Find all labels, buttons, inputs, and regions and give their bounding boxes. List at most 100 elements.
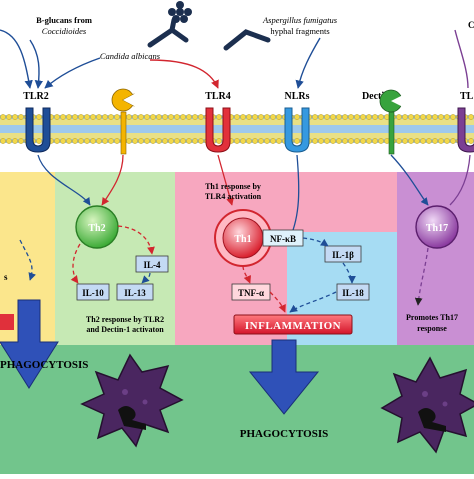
lipid-head xyxy=(198,138,204,144)
lipid-head xyxy=(270,114,276,120)
lipid-head xyxy=(96,138,102,144)
lipid-head xyxy=(66,138,72,144)
inflammation-banner: INFLAMMATION xyxy=(233,314,353,335)
lipid-head xyxy=(114,138,120,144)
lipid-head xyxy=(330,138,336,144)
lipid-head xyxy=(270,138,276,144)
lipid-head xyxy=(18,138,24,144)
lipid-head xyxy=(264,114,270,120)
lipid-head xyxy=(312,114,318,120)
th2-node: Th2 xyxy=(75,205,119,249)
lipid-head xyxy=(342,114,348,120)
lipid-head xyxy=(60,114,66,120)
lipid-head xyxy=(450,114,456,120)
lipid-head xyxy=(216,138,222,144)
lipid-head xyxy=(246,114,252,120)
tlr2-receptor xyxy=(25,107,51,153)
lipid-head xyxy=(312,138,318,144)
lipid-head xyxy=(216,114,222,120)
lipid-head xyxy=(348,114,354,120)
lipid-head xyxy=(108,114,114,120)
lipid-head xyxy=(342,138,348,144)
lipid-head xyxy=(402,114,408,120)
nlrs-label: NLRs xyxy=(284,91,309,102)
th17-caption-line2: response xyxy=(417,324,447,333)
lipid-head xyxy=(360,114,366,120)
th1-caption-line2: TLR4 activation xyxy=(205,192,262,201)
lipid-head xyxy=(372,138,378,144)
lipid-head xyxy=(264,138,270,144)
lipid-head xyxy=(102,114,108,120)
phagocytosis-arrow-left xyxy=(0,299,59,389)
lipid-head xyxy=(60,138,66,144)
lipid-head xyxy=(192,138,198,144)
lipid-head xyxy=(348,138,354,144)
lipid-head xyxy=(180,138,186,144)
lipid-head xyxy=(438,138,444,144)
lipid-head xyxy=(12,114,18,120)
th1-caption-line1: Th1 response by xyxy=(205,182,261,191)
lipid-head xyxy=(90,138,96,144)
svg-text:Th17: Th17 xyxy=(426,223,448,234)
lipid-head xyxy=(54,138,60,144)
lipid-head xyxy=(414,114,420,120)
phagocytosis-center-label: PHAGOCYTOSIS xyxy=(240,428,328,440)
lipid-head xyxy=(276,138,282,144)
lipid-head xyxy=(150,114,156,120)
lipid-head xyxy=(168,114,174,120)
tlr-right-label: TL xyxy=(460,91,474,102)
lipid-head xyxy=(138,114,144,120)
lipid-head xyxy=(90,114,96,120)
bglucans-label: B-glucans from xyxy=(36,15,92,25)
lipid-head xyxy=(408,114,414,120)
il1b-box: IL-1β xyxy=(324,245,362,263)
lipid-head xyxy=(132,138,138,144)
phagocytosis-left-label: PHAGOCYTOSIS xyxy=(0,359,88,371)
lipid-head xyxy=(66,114,72,120)
svg-text:IL-13: IL-13 xyxy=(124,288,146,298)
left-partial-box xyxy=(0,314,14,330)
lipid-head xyxy=(84,114,90,120)
lipid-head xyxy=(354,138,360,144)
lipid-head xyxy=(426,114,432,120)
lipid-head xyxy=(102,138,108,144)
lipid-head xyxy=(432,138,438,144)
il18-box: IL-18 xyxy=(336,283,370,301)
lipid-head xyxy=(258,114,264,120)
lipid-head xyxy=(6,138,12,144)
lipid-head xyxy=(420,138,426,144)
lipid-head xyxy=(162,138,168,144)
lipid-head xyxy=(324,138,330,144)
th17-caption-line1: Promotes Th17 xyxy=(406,313,458,322)
lipid-head xyxy=(294,114,300,120)
svg-text:IL-1β: IL-1β xyxy=(332,250,354,260)
lipid-head xyxy=(6,114,12,120)
lipid-head xyxy=(36,114,42,120)
lipid-head xyxy=(420,114,426,120)
lipid-head xyxy=(174,114,180,120)
lipid-head xyxy=(324,114,330,120)
lipid-head xyxy=(234,138,240,144)
lipid-head xyxy=(156,114,162,120)
lipid-head xyxy=(444,138,450,144)
lipid-head xyxy=(336,114,342,120)
lipid-head xyxy=(252,138,258,144)
lipid-head xyxy=(126,138,132,144)
lipid-head xyxy=(414,138,420,144)
lipid-head xyxy=(240,114,246,120)
lipid-head xyxy=(336,138,342,144)
lipid-head xyxy=(378,114,384,120)
th2-caption-line2: and Dectin-1 activaton xyxy=(86,325,164,334)
lipid-head xyxy=(0,138,6,144)
hyphal-fragment-icon xyxy=(147,17,271,51)
lipid-head xyxy=(78,138,84,144)
lipid-head xyxy=(378,138,384,144)
lipid-head xyxy=(396,114,402,120)
lipid-head xyxy=(156,138,162,144)
svg-text:NF-κB: NF-κB xyxy=(270,234,296,244)
il13-box: IL-13 xyxy=(116,283,154,301)
lipid-head xyxy=(12,138,18,144)
lipid-head xyxy=(162,114,168,120)
svg-text:IL-10: IL-10 xyxy=(82,288,104,298)
